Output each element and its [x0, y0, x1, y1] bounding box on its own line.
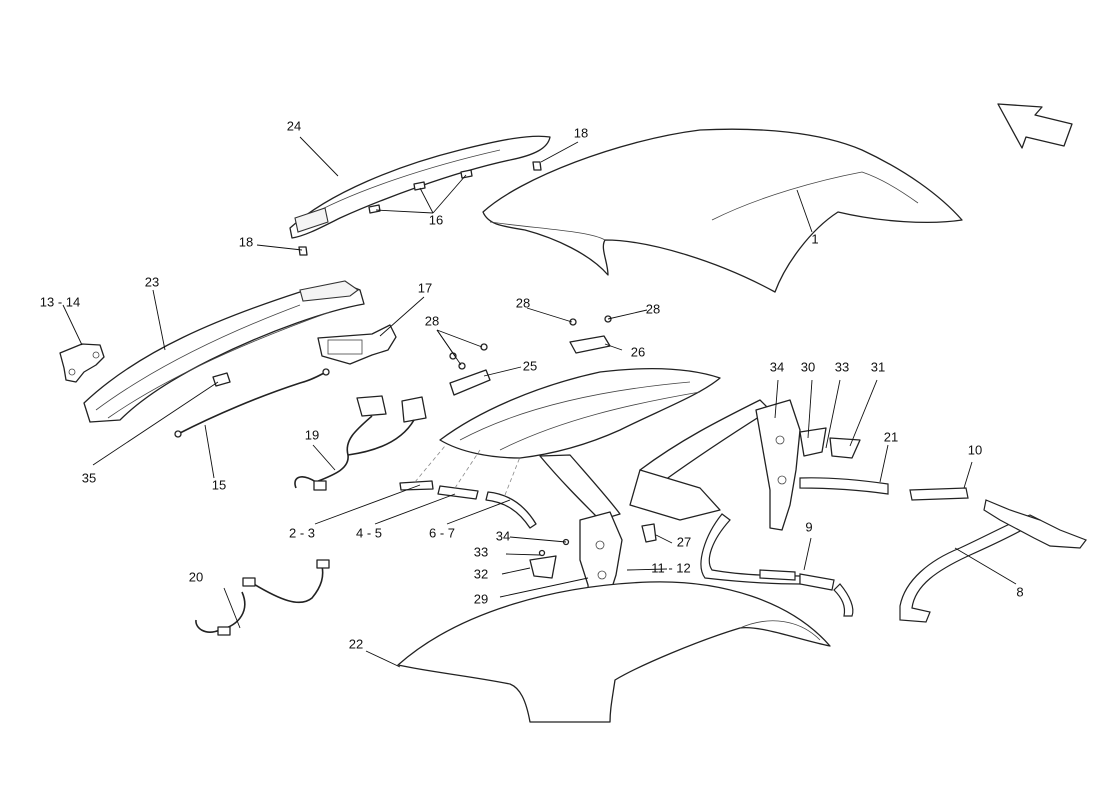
part-18-fastener-top[interactable] [532, 161, 542, 171]
part-15-rod[interactable] [174, 368, 330, 438]
part-8-seal[interactable] [899, 499, 1087, 623]
callout-21: 21 [884, 429, 898, 444]
callout-4-5: 4 - 5 [356, 525, 382, 540]
callout-20: 20 [189, 569, 203, 584]
callout-33-left: 33 [474, 544, 488, 559]
callout-19: 19 [305, 427, 319, 442]
part-13-14-bracket[interactable] [59, 343, 105, 383]
callout-18-left: 18 [239, 234, 253, 249]
callout-28-mid: 28 [516, 295, 530, 310]
front-direction-arrow-icon [997, 103, 1073, 149]
callout-22: 22 [349, 636, 363, 651]
callout-31: 31 [871, 359, 885, 374]
callout-17: 17 [418, 280, 432, 295]
part-22-body-panel[interactable] [397, 581, 831, 723]
part-30-plate[interactable] [799, 427, 827, 457]
callout-15: 15 [212, 477, 226, 492]
part-16-clips[interactable] [368, 169, 473, 214]
callout-33-right: 33 [835, 359, 849, 374]
leader-lines [62, 136, 1017, 668]
part-18-fastener-left[interactable] [298, 246, 308, 256]
callout-6-7: 6 - 7 [429, 525, 455, 540]
part-1-hardtop-panel[interactable] [482, 128, 963, 293]
callout-labels: 1 24 18 16 18 23 13 - 14 17 28 28 28 26 … [40, 118, 1024, 651]
callout-29: 29 [474, 591, 488, 606]
part-32-plate[interactable] [529, 555, 557, 579]
callout-10: 10 [968, 442, 982, 457]
callout-25: 25 [523, 358, 537, 373]
callout-28-right: 28 [646, 301, 660, 316]
part-6-7-trim[interactable] [485, 491, 537, 529]
callout-16: 16 [429, 212, 443, 227]
callout-23: 23 [145, 274, 159, 289]
part-9-seal[interactable] [700, 513, 854, 617]
callout-30: 30 [801, 359, 815, 374]
roof-frame-assembly[interactable] [439, 368, 771, 521]
callout-24: 24 [287, 118, 301, 133]
part-26-bow-bracket[interactable] [569, 335, 611, 354]
part-20-wiring-harness[interactable] [195, 559, 330, 636]
part-27-buffer[interactable] [641, 523, 657, 543]
part-17-motor[interactable] [317, 324, 397, 365]
callout-18-top: 18 [574, 125, 588, 140]
part-10-seal[interactable] [909, 487, 969, 501]
callout-13-14: 13 - 14 [40, 294, 80, 309]
callout-8: 8 [1016, 584, 1023, 599]
part-19-wiring-harness[interactable] [294, 395, 427, 491]
part-25-bow-bracket[interactable] [449, 369, 491, 396]
part-24-spoiler-bar[interactable] [289, 135, 551, 239]
callout-2-3: 2 - 3 [289, 525, 315, 540]
dashed-mount-lines [414, 445, 521, 496]
callout-28-left: 28 [425, 313, 439, 328]
callout-11-12: 11 - 12 [651, 560, 691, 575]
callout-35: 35 [82, 470, 96, 485]
part-33-washer-a[interactable] [538, 549, 546, 557]
part-2-3-trim[interactable] [399, 480, 434, 491]
callout-32: 32 [474, 566, 488, 581]
part-4-5-trim[interactable] [437, 485, 479, 500]
part-31-plate[interactable] [829, 437, 861, 459]
callout-9: 9 [805, 519, 812, 534]
right-hinge-assembly[interactable] [755, 399, 801, 531]
callout-26: 26 [631, 344, 645, 359]
callout-1: 1 [811, 231, 818, 246]
callout-34-right: 34 [770, 359, 784, 374]
callout-27: 27 [677, 534, 691, 549]
part-21-seal[interactable] [799, 477, 889, 495]
callout-34-left: 34 [496, 528, 510, 543]
part-23-cross-member[interactable] [83, 280, 365, 423]
